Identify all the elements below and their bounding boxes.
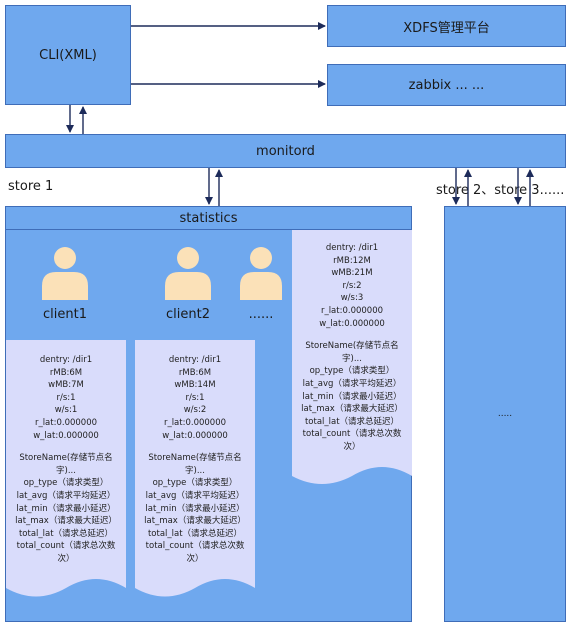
latmin-line: lat_min（请求最小延迟） xyxy=(145,503,245,514)
optype-line: op_type（请求类型） xyxy=(309,366,395,377)
latavg-line: lat_avg（请求平均延迟） xyxy=(145,490,245,501)
stats-document-2: dentry: /dir1 rMB:6M wMB:14M r/s:1 w/s:2… xyxy=(135,340,255,605)
user-icon xyxy=(42,247,88,300)
totallat-line: total_lat（请求总延迟） xyxy=(304,416,400,427)
rs-line: r/s:1 xyxy=(56,392,76,403)
storename-line: StoreName(存储节点名字)... xyxy=(19,453,113,476)
cli-box: CLI(XML) xyxy=(5,5,131,105)
statistics-label: statistics xyxy=(179,210,238,226)
wlat-line: w_lat:0.000000 xyxy=(162,430,228,441)
zabbix-box: zabbix ... ... xyxy=(327,64,566,106)
monitord-label: monitord xyxy=(256,143,315,159)
latavg-line: lat_avg（请求平均延迟） xyxy=(16,490,116,501)
monitord-box: monitord xyxy=(5,134,566,168)
client-label: ...... xyxy=(248,307,274,322)
wmb-line: wMB:21M xyxy=(331,268,373,279)
optype-line: op_type（请求类型） xyxy=(152,478,238,489)
user-icon xyxy=(240,247,282,300)
storename-line: StoreName(存储节点名字)... xyxy=(305,341,399,364)
cli-label: CLI(XML) xyxy=(39,47,97,63)
client-label: client1 xyxy=(43,307,87,322)
rlat-line: r_lat:0.000000 xyxy=(163,417,227,428)
rs-line: r/s:2 xyxy=(342,280,362,291)
rlat-line: r_lat:0.000000 xyxy=(34,417,98,428)
storename-line: StoreName(存储节点名字)... xyxy=(148,453,242,476)
store-other-label: ..... xyxy=(497,409,513,419)
ws-line: w/s:1 xyxy=(54,405,78,416)
latmax-line: lat_max（请求最大延迟） xyxy=(144,516,246,527)
store1-label: store 1 xyxy=(8,179,54,194)
xdfs-label: XDFS管理平台 xyxy=(403,20,490,36)
rmb-line: rMB:6M xyxy=(178,367,212,378)
ws-line: w/s:3 xyxy=(340,293,364,304)
totalcount-line: total_count（请求总次数次） xyxy=(16,541,116,564)
wlat-line: w_lat:0.000000 xyxy=(319,318,385,329)
latavg-line: lat_avg（请求平均延迟） xyxy=(302,378,402,389)
rlat-line: r_lat:0.000000 xyxy=(320,305,384,316)
latmax-line: lat_max（请求最大延迟） xyxy=(301,404,403,415)
wmb-line: wMB:14M xyxy=(174,380,216,391)
totalcount-line: total_count（请求总次数次） xyxy=(145,541,245,564)
totalcount-line: total_count（请求总次数次） xyxy=(302,429,402,452)
store-other-container: ..... xyxy=(444,206,566,622)
latmin-line: lat_min（请求最小延迟） xyxy=(302,391,402,402)
wmb-line: wMB:7M xyxy=(48,380,84,391)
totallat-line: total_lat（请求总延迟） xyxy=(147,528,243,539)
ws-line: w/s:2 xyxy=(183,405,207,416)
zabbix-label: zabbix ... ... xyxy=(408,77,485,93)
latmax-line: lat_max（请求最大延迟） xyxy=(15,516,117,527)
latmin-line: lat_min（请求最小延迟） xyxy=(16,503,116,514)
optype-line: op_type（请求类型） xyxy=(23,478,109,489)
client-label: client2 xyxy=(166,307,210,322)
user-icon xyxy=(165,247,211,300)
dentry-line: dentry: /dir1 xyxy=(325,243,379,253)
rmb-line: rMB:6M xyxy=(49,367,83,378)
totallat-line: total_lat（请求总延迟） xyxy=(18,528,114,539)
stats-document-3: dentry: /dir1 rMB:12M wMB:21M r/s:2 w/s:… xyxy=(292,230,412,492)
rmb-line: rMB:12M xyxy=(333,255,371,266)
dentry-line: dentry: /dir1 xyxy=(168,355,222,365)
stats-document-1: dentry: /dir1 rMB:6M wMB:7M r/s:1 w/s:1 … xyxy=(6,340,126,605)
rs-line: r/s:1 xyxy=(185,392,205,403)
xdfs-box: XDFS管理平台 xyxy=(327,5,566,47)
wlat-line: w_lat:0.000000 xyxy=(33,430,99,441)
dentry-line: dentry: /dir1 xyxy=(39,355,93,365)
statistics-bar: statistics xyxy=(5,206,412,230)
